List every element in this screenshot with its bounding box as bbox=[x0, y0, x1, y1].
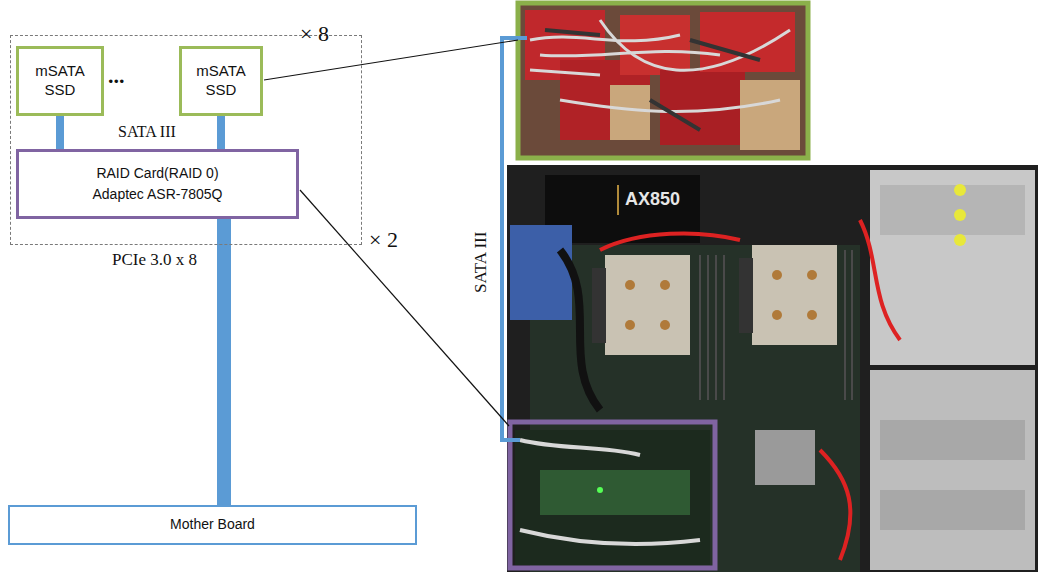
psu-label: AX850 bbox=[625, 190, 680, 210]
computer-photo bbox=[507, 165, 1038, 572]
ssd-photo bbox=[518, 3, 808, 158]
bus-label: PCIe 3.0 x 8 bbox=[110, 250, 199, 270]
box-text: Mother Board bbox=[170, 516, 255, 534]
motherboard-box: Mother Board bbox=[8, 505, 417, 545]
leader-line bbox=[300, 190, 509, 426]
box-text: RAID Card(RAID 0) bbox=[96, 165, 218, 183]
ssd-box: mSATA SSD bbox=[179, 46, 263, 116]
bus-connector bbox=[217, 219, 231, 505]
multiplier-label: × 2 bbox=[369, 228, 398, 252]
interface-label: SATA III bbox=[473, 231, 492, 292]
ssd-box: mSATA SSD bbox=[16, 46, 104, 116]
box-text: mSATA SSD bbox=[25, 62, 95, 100]
ellipsis: ... bbox=[108, 64, 125, 88]
group-box: × 2mSATA SSDmSATA SSDRAID Card(RAID 0)Ad… bbox=[10, 35, 362, 245]
bus-connector bbox=[217, 116, 225, 149]
box-text: mSATA SSD bbox=[188, 62, 254, 100]
bus-connector bbox=[56, 116, 64, 149]
multiplier-label: × 8 bbox=[300, 22, 329, 46]
raid-card-box: RAID Card(RAID 0) Adaptec ASR-7805Q bbox=[16, 149, 299, 219]
sata-bracket bbox=[502, 38, 527, 440]
box-text: Adaptec ASR-7805Q bbox=[93, 186, 223, 204]
interface-label: SATA III bbox=[118, 123, 176, 141]
